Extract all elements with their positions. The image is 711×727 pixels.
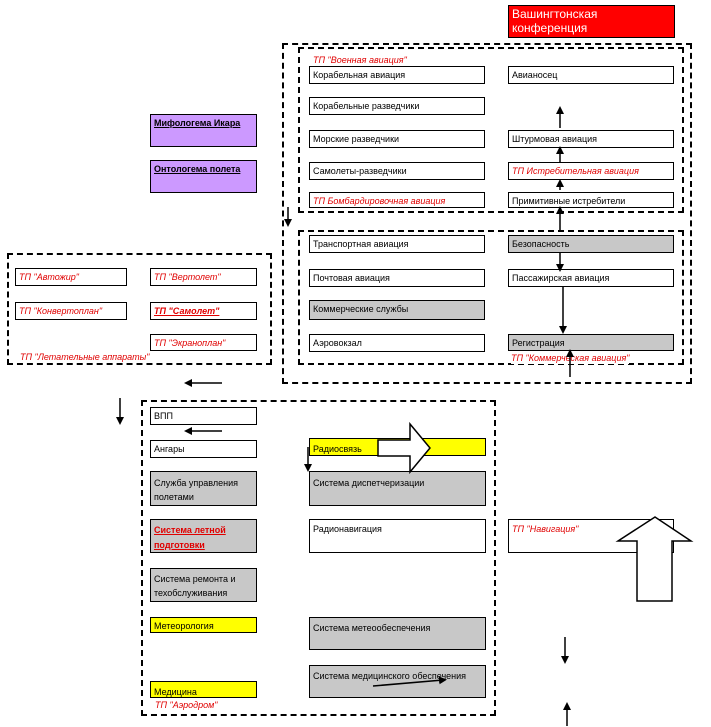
ontologem-flight-box: Онтологема полета (150, 160, 257, 193)
commercial-right-0: Безопасность (508, 235, 674, 253)
aircraft-frame (7, 253, 272, 365)
airfield-left-4: Система ремонта и техобслуживания (150, 568, 257, 602)
military-left-0: Корабельная авиация (309, 66, 485, 84)
aircraft-item-3: ТП "Самолет" (150, 302, 257, 320)
airfield-left-6: Медицина (150, 681, 257, 698)
airfield-left-2: Служба управления полетами (150, 471, 257, 506)
airfield-right-2: Радионавигация (309, 519, 486, 553)
military-left-3: Самолеты-разведчики (309, 162, 485, 180)
military-left-1: Корабельные разведчики (309, 97, 485, 115)
airfield-right-4: Система медицинского обеспечения (309, 665, 486, 698)
commercial-left-3: Аэровокзал (309, 334, 485, 352)
big-right-arrow-icon (377, 421, 431, 475)
commercial-left-0: Транспортная авиация (309, 235, 485, 253)
aviation-outer-frame (282, 43, 692, 384)
aircraft-item-0: ТП "Автожир" (15, 268, 127, 286)
aircraft-label: ТП "Летательные аппараты" (20, 352, 150, 362)
airfield-left-5: Метеорология (150, 617, 257, 633)
aircraft-item-4: ТП "Экраноплан" (150, 334, 257, 351)
military-right-3: Примитивные истребители (508, 192, 674, 208)
fighter-aviation-box: ТП Истребительная авиация (508, 162, 674, 180)
military-right-1: Штурмовая авиация (508, 130, 674, 148)
commercial-left-2: Коммерческие службы (309, 300, 485, 320)
commercial-left-1: Почтовая авиация (309, 269, 485, 287)
airfield-left-0: ВПП (150, 407, 257, 425)
commercial-aviation-frame (298, 230, 684, 365)
airfield-left-3: Система летной подготовки (150, 519, 257, 553)
military-right-0: Авианосец (508, 66, 674, 84)
airfield-label: ТП "Аэродром" (155, 700, 218, 710)
military-aviation-label: ТП "Военная авиация" (313, 55, 407, 65)
aircraft-item-2: ТП "Конвертоплан" (15, 302, 127, 320)
airfield-frame (141, 400, 496, 716)
washington-conference-box: Вашингтонская конференция (508, 5, 675, 38)
aircraft-item-1: ТП "Вертолет" (150, 268, 257, 286)
airfield-left-1: Ангары (150, 440, 257, 458)
military-left-2: Морские разведчики (309, 130, 485, 148)
bomber-aviation-box: ТП Бомбардировочная авиация (309, 192, 485, 208)
commercial-right-2: Регистрация (508, 334, 674, 351)
military-aviation-frame (298, 47, 684, 213)
arrow-right-medical (372, 676, 447, 687)
airfield-right-3: Система метеообеспечения (309, 617, 486, 650)
big-up-arrow-icon (615, 516, 694, 602)
mythologem-icarus-box: Мифологема Икара (150, 114, 257, 147)
airfield-right-1: Система диспетчеризации (309, 471, 486, 506)
commercial-right-1: Пассажирская авиация (508, 269, 674, 287)
